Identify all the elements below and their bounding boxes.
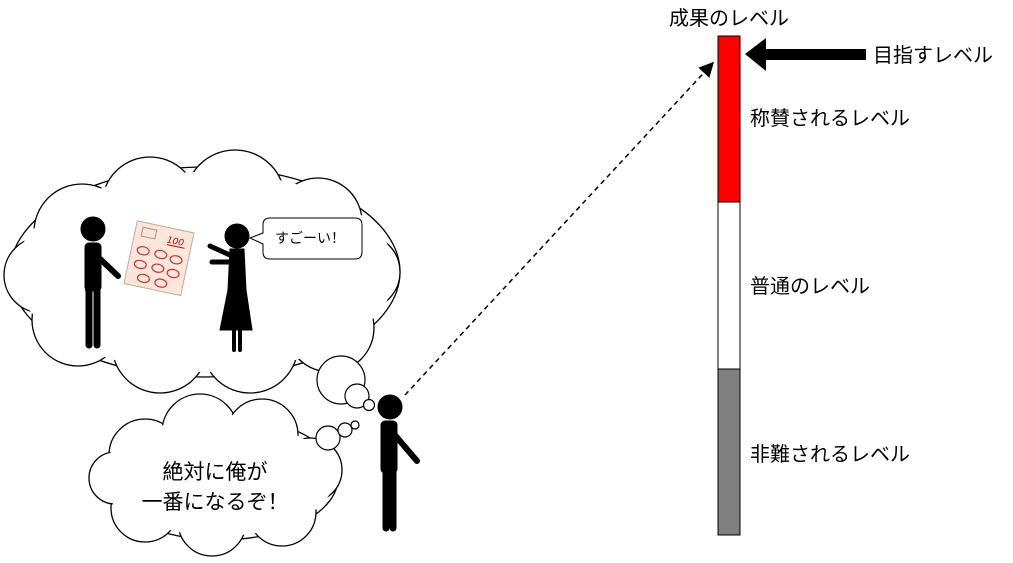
dream-cloud-trail xyxy=(316,355,376,412)
speech-bubble-text: すごーい！ xyxy=(275,231,345,247)
speech-bubble xyxy=(248,217,363,260)
boy-figure xyxy=(377,394,420,532)
thought-line-2: 一番になるぞ！ xyxy=(141,490,289,515)
level-bar xyxy=(717,35,741,536)
woman-figure xyxy=(207,223,253,352)
thought-cloud-trail xyxy=(315,420,360,451)
normal-level-segment xyxy=(717,201,741,370)
normal-level-label: 普通のレベル xyxy=(750,274,870,298)
thought-bubble-text: 絶対に俺が 一番になるぞ！ xyxy=(115,457,315,518)
test-paper: 100 xyxy=(123,220,195,297)
aspiration-arrow xyxy=(404,61,715,396)
target-arrow-icon xyxy=(745,38,866,71)
man-figure xyxy=(80,216,121,349)
praise-level-label: 称賛されるレベル xyxy=(750,106,910,130)
bar-title: 成果のレベル xyxy=(669,6,789,30)
target-level-label: 目指すレベル xyxy=(873,43,993,67)
blame-level-segment xyxy=(717,368,741,536)
praise-level-segment xyxy=(717,35,741,203)
blame-level-label: 非難されるレベル xyxy=(750,442,910,466)
thought-line-1: 絶対に俺が xyxy=(162,460,268,484)
